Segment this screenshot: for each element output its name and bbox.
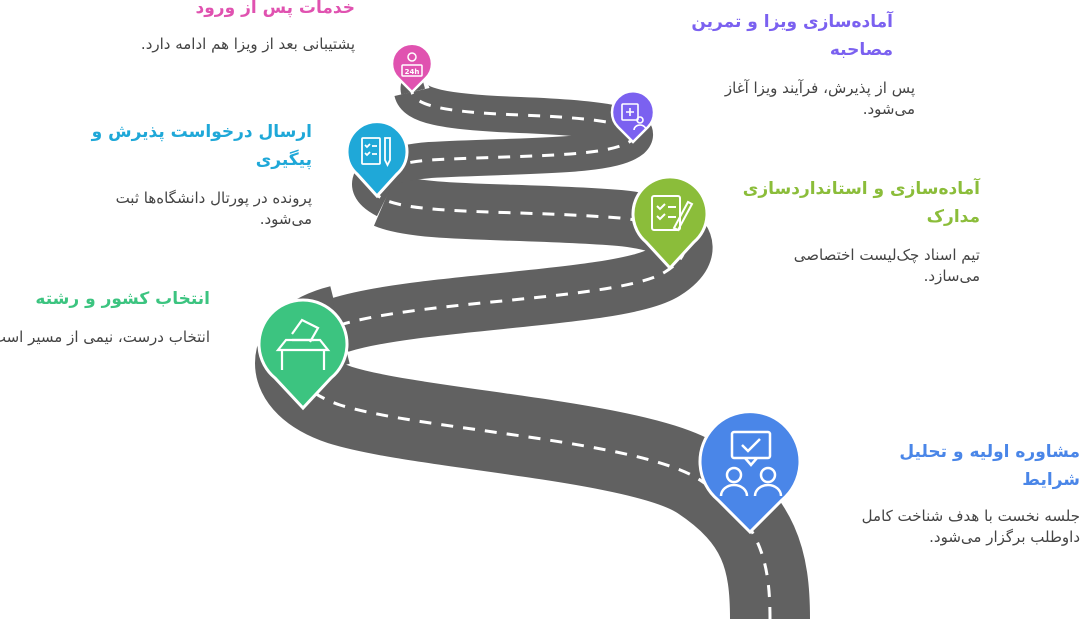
step-visa: آماده‌سازی ویزا و تمرین مصاحبه پس از پذی… xyxy=(673,8,915,120)
step-title: آماده‌سازی و استانداردسازی مدارک xyxy=(742,179,980,227)
step-post-arrival: خدمات پس از ورود پشتیبانی بعد از ویزا هم… xyxy=(115,0,355,55)
checklist-pen-icon xyxy=(651,195,694,232)
pin-visa xyxy=(610,90,656,144)
step-title: آماده‌سازی ویزا و تمرین مصاحبه xyxy=(691,12,893,60)
visa-interview-icon xyxy=(621,103,647,131)
step-description: پشتیبانی بعد از ویزا هم ادامه دارد. xyxy=(140,35,355,53)
step-description: پرونده در پورتال دانشگاه‌ها ثبت می‌شود. xyxy=(115,189,312,228)
svg-text:24h: 24h xyxy=(405,68,420,76)
step-title: خدمات پس از ورود xyxy=(195,0,356,18)
pin-consultation xyxy=(698,410,802,535)
step-description: پس از پذیرش، فرآیند ویزا آغاز می‌شود. xyxy=(724,79,915,118)
ballot-box-icon xyxy=(275,318,331,370)
step-consultation: مشاوره اولیه و تحلیل شرایط جلسه نخست با … xyxy=(840,438,1080,548)
support-24h-icon xyxy=(401,52,423,77)
pin-country xyxy=(257,298,349,411)
step-documents: آماده‌سازی و استانداردسازی مدارک تیم اسن… xyxy=(740,175,980,287)
step-description: تیم اسناد چک‌لیست اختصاصی می‌سازد. xyxy=(793,246,980,285)
step-description: جلسه نخست با هدف شناخت کامل داوطلب برگزا… xyxy=(861,507,1080,546)
step-title: انتخاب کشور و رشته xyxy=(35,289,210,309)
pin-post-arrival: 24h xyxy=(390,42,434,94)
pin-application xyxy=(345,120,409,199)
step-country: انتخاب کشور و رشته انتخاب درست، نیمی از … xyxy=(0,285,210,348)
step-title: مشاوره اولیه و تحلیل شرایط xyxy=(899,442,1080,490)
application-form-icon xyxy=(361,137,391,168)
step-title: ارسال درخواست پذیرش و پیگیری xyxy=(91,122,312,170)
step-application: ارسال درخواست پذیرش و پیگیری پرونده در پ… xyxy=(82,118,312,230)
road-segment xyxy=(255,286,810,619)
step-description: انتخاب درست، نیمی از مسیر است. xyxy=(0,328,210,346)
pin-documents xyxy=(631,175,709,271)
consultation-icon xyxy=(719,430,783,497)
